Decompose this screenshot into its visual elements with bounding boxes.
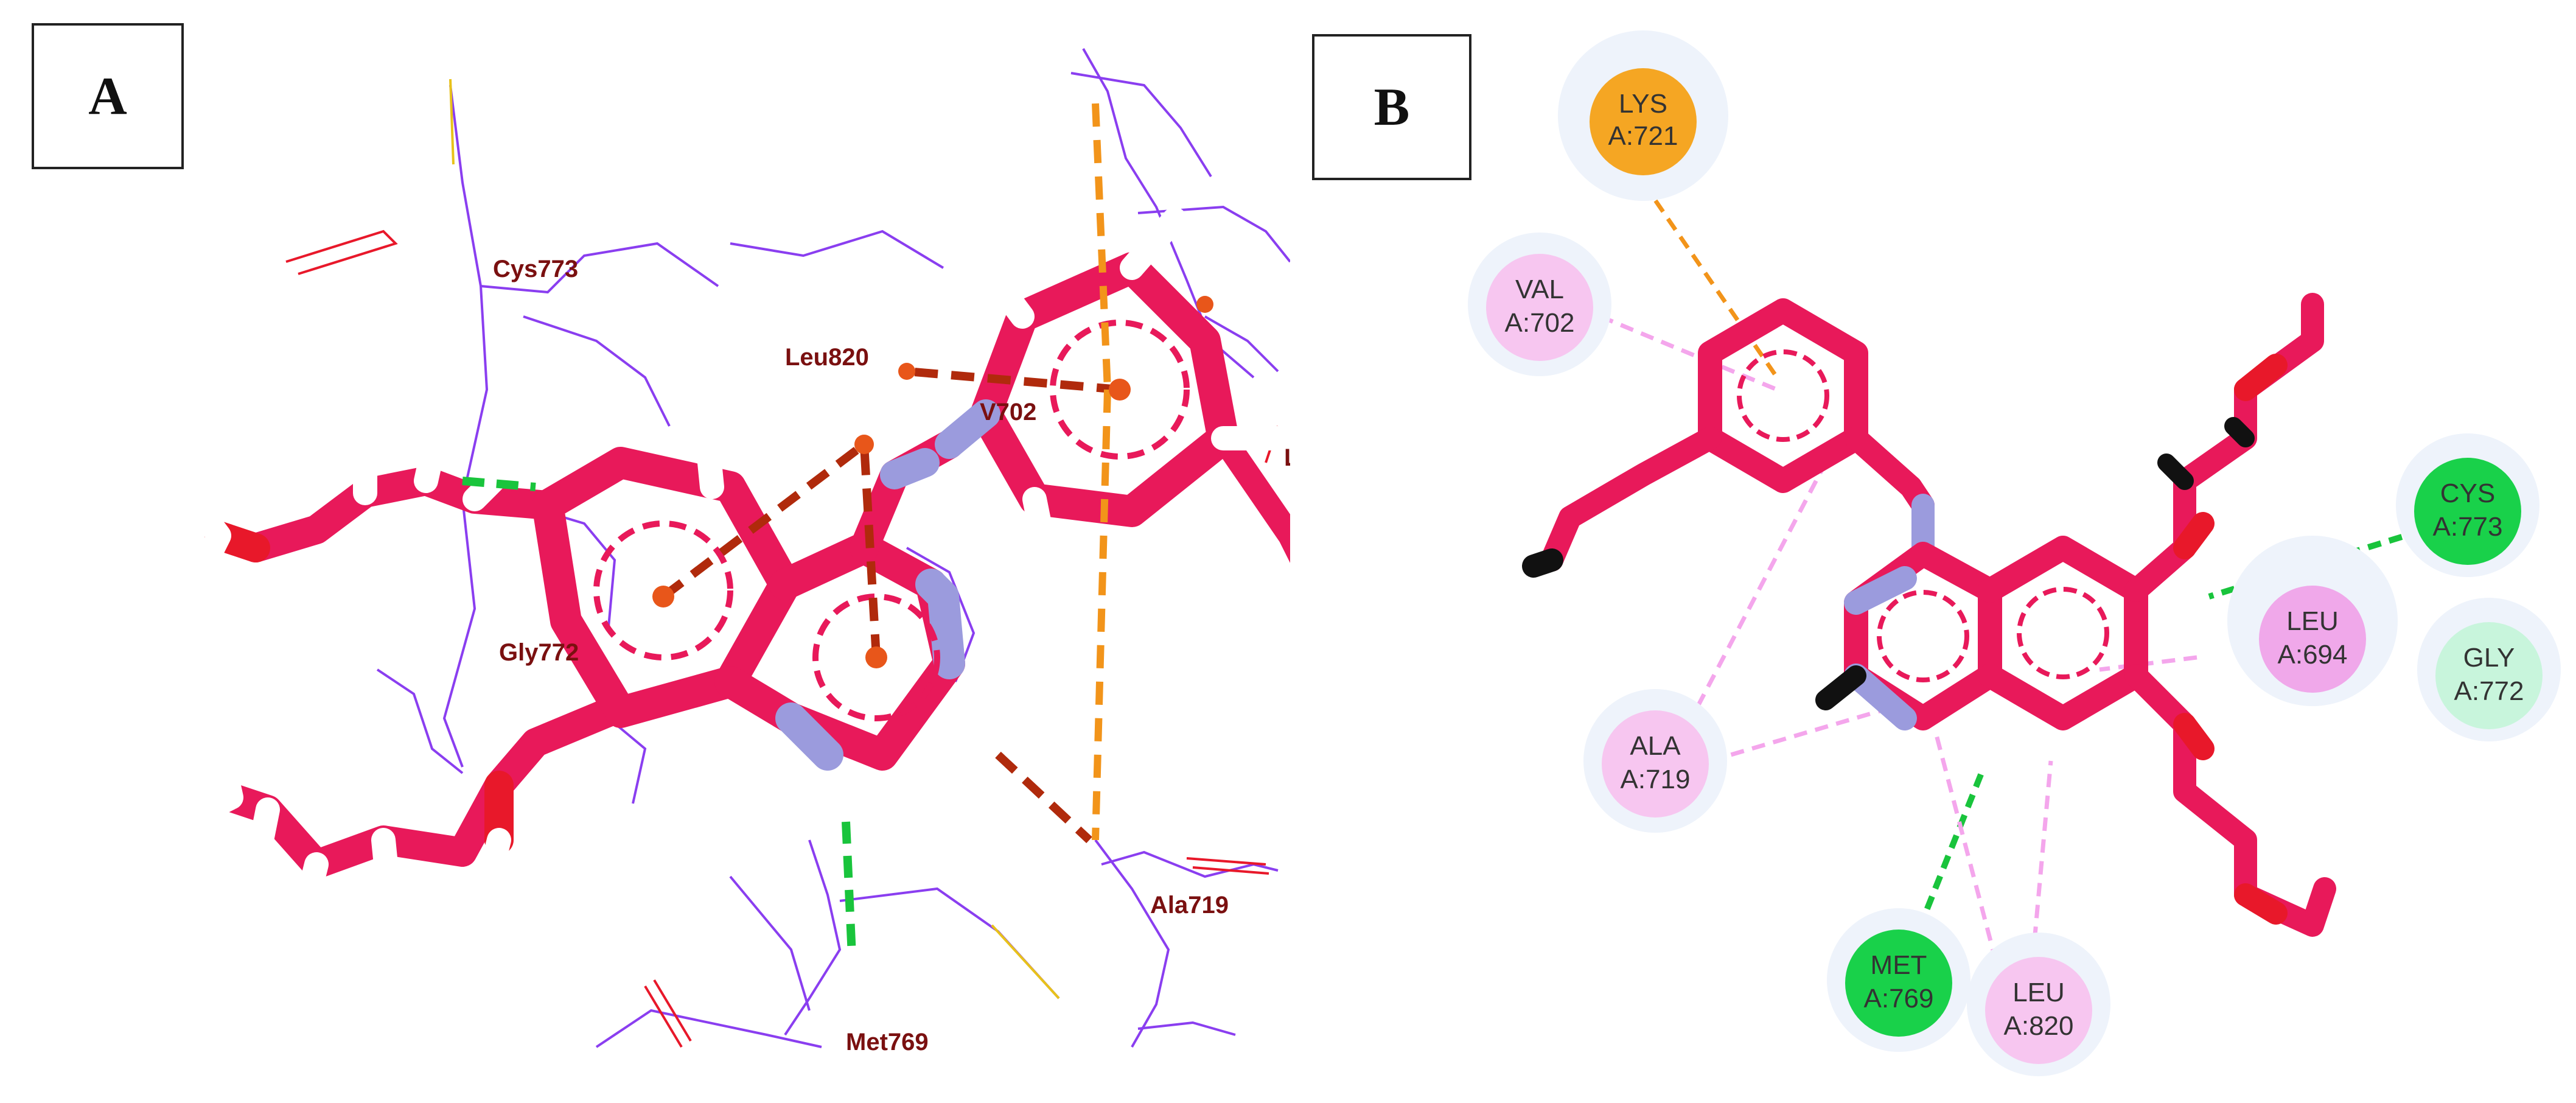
residue-name: GLY bbox=[2463, 643, 2515, 673]
residue-bubble-lys-721: LYS A:721 bbox=[1558, 30, 1728, 201]
residue-label: Ala719 bbox=[1150, 892, 1229, 919]
residue-label: Met769 bbox=[846, 1029, 929, 1056]
aromatic-rings bbox=[593, 320, 1190, 721]
residue-bubble-cys-773: CYS A:773 bbox=[2396, 433, 2539, 577]
bubble-fill bbox=[1486, 254, 1593, 361]
residue-name: VAL bbox=[1515, 275, 1564, 304]
residue-name: LEU bbox=[2012, 978, 2065, 1007]
residue-chain: A:694 bbox=[2278, 640, 2348, 670]
residue-label: Gly772 bbox=[499, 639, 579, 666]
residue-chain: A:721 bbox=[1608, 121, 1678, 151]
panel-b-canvas: LYS A:721 VAL A:702 CYS A:773 LEU A:694 bbox=[1468, 30, 2561, 1076]
residue-bubble-val-702: VAL A:702 bbox=[1468, 233, 1611, 376]
bubble-fill bbox=[2435, 622, 2543, 729]
bubble-fill bbox=[2414, 458, 2521, 565]
panel-a-canvas: Cys773 Leu820 V702 Lys721 Gly772 Ala719 … bbox=[134, 48, 1290, 1056]
bubble-fill bbox=[1985, 957, 2092, 1064]
protein-wireframe bbox=[376, 48, 1290, 1048]
residue-chain: A:769 bbox=[1864, 984, 1934, 1014]
pi-cation-lines bbox=[1092, 103, 1111, 841]
residue-chain: A:820 bbox=[2004, 1011, 2074, 1041]
residue-name: LYS bbox=[1619, 89, 1667, 119]
bubble-fill bbox=[2259, 586, 2366, 693]
residue-bubble-met-769: MET A:769 bbox=[1827, 908, 1970, 1052]
residue-name: ALA bbox=[1630, 731, 1681, 761]
residue-labels: Cys773 Leu820 V702 Lys721 Gly772 Ala719 … bbox=[493, 256, 1290, 1056]
sulfur-wire bbox=[449, 79, 1060, 1000]
aromatic-rings-2d bbox=[1737, 349, 2109, 682]
bubble-fill bbox=[1602, 710, 1709, 818]
residue-label: V702 bbox=[980, 399, 1036, 425]
bubble-fill bbox=[1590, 68, 1697, 175]
residue-chain: A:773 bbox=[2433, 512, 2503, 542]
residue-bubble-leu-820: LEU A:820 bbox=[1967, 933, 2110, 1076]
residue-label: Lys721 bbox=[1284, 444, 1290, 471]
residue-chain: A:719 bbox=[1621, 765, 1691, 794]
panel-a-3d-view: Cys773 Leu820 V702 Lys721 Gly772 Ala719 … bbox=[32, 23, 1290, 1056]
panel-label-b: B bbox=[1312, 34, 1471, 180]
residue-name: CYS bbox=[2440, 478, 2495, 508]
residue-bubbles: LYS A:721 VAL A:702 CYS A:773 LEU A:694 bbox=[1468, 30, 2561, 1076]
residue-label: Cys773 bbox=[493, 256, 578, 282]
pi-interaction-lines bbox=[660, 367, 1120, 844]
panel-b-2d-map: LYS A:721 VAL A:702 CYS A:773 LEU A:694 bbox=[1290, 0, 2576, 1103]
bubble-fill bbox=[1845, 930, 1952, 1037]
hbond-lines bbox=[462, 477, 856, 956]
ligand-sticks bbox=[134, 207, 1290, 925]
pi-centroids bbox=[652, 296, 1213, 668]
residue-name: MET bbox=[1871, 950, 1927, 980]
residue-bubble-gly-772: GLY A:772 bbox=[2417, 598, 2561, 741]
ligand-2d bbox=[1522, 293, 2336, 937]
residue-bubble-ala-719: ALA A:719 bbox=[1583, 689, 1727, 833]
protein-wire-accents bbox=[285, 229, 1279, 1048]
residue-bubble-leu-694: LEU A:694 bbox=[2227, 536, 2398, 706]
residue-chain: A:702 bbox=[1505, 308, 1575, 338]
residue-label: Leu820 bbox=[785, 344, 869, 371]
panel-label-a: A bbox=[32, 23, 184, 169]
residue-chain: A:772 bbox=[2454, 676, 2524, 706]
residue-name: LEU bbox=[2286, 606, 2339, 636]
